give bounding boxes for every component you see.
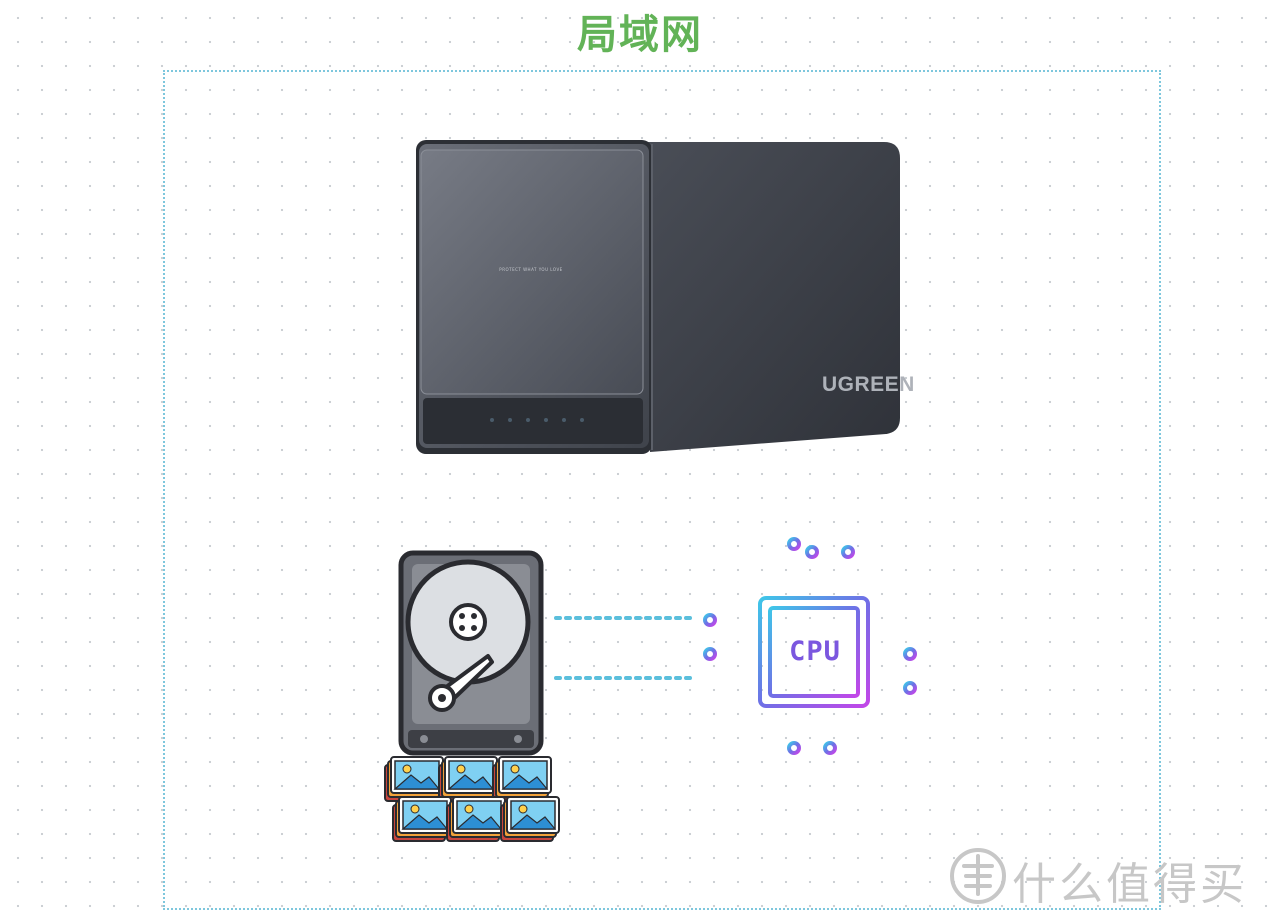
disk-cpu-connection: [554, 616, 696, 680]
nas-brand-logo: UGREEN: [822, 373, 915, 396]
nas-device-image: [416, 140, 900, 454]
cpu-chip-icon: [690, 534, 936, 774]
hard-disk-icon: [398, 550, 544, 756]
watermark-text: 什么值得买: [1012, 859, 1247, 910]
photo-stack-icon: [384, 756, 560, 842]
nas-slogan: PROTECT WHAT YOU LOVE: [499, 267, 563, 272]
watermark-logo: [950, 848, 1006, 904]
cpu-label: CPU: [789, 636, 841, 667]
lan-boundary: [163, 70, 1161, 910]
diagram-title: 局域网: [577, 12, 703, 58]
